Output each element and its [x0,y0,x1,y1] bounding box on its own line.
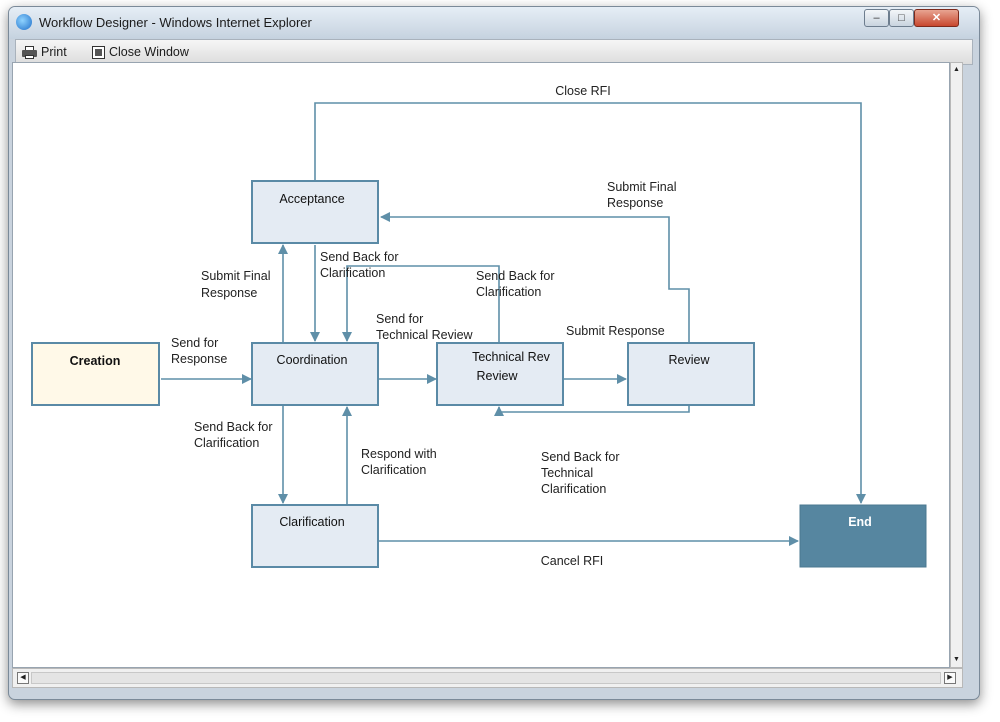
scroll-left-icon[interactable]: ◀ [17,672,29,684]
node-technical-review[interactable]: Technical Rev Review [436,342,564,406]
scroll-up-icon[interactable]: ▲ [953,66,960,73]
label-send-for-tech-review-2: Technical Review [376,328,474,342]
edges [161,102,866,546]
close-window-icon [92,45,105,59]
title-bar: Workflow Designer - Windows Internet Exp… [9,7,979,39]
node-coordination[interactable]: Coordination [251,342,379,406]
close-window-button[interactable]: Close Window [92,43,189,61]
label-send-back-coord-1: Send Back for [194,420,273,434]
label-submit-final-coord-1: Submit Final [201,269,270,283]
scroll-down-icon[interactable]: ▼ [953,656,960,663]
label-send-back-technical-3: Clarification [541,482,606,496]
label-send-for-tech-review-1: Send for [376,312,423,326]
label-submit-final-2: Response [607,196,663,210]
node-coordination-label: Coordination [277,353,348,367]
label-submit-final-coord-2: Response [201,286,257,300]
node-creation[interactable]: Creation [31,342,160,406]
label-close-rfi: Close RFI [555,84,611,98]
edge-labels: Close RFI Submit Final Response Submit F… [171,84,676,568]
node-acceptance-label: Acceptance [279,192,344,206]
node-review[interactable]: Review [627,342,755,406]
node-technical-review-line1: Technical Rev [472,350,551,364]
vertical-scrollbar[interactable]: ▲ ▼ [950,62,963,668]
ie-icon [16,14,32,30]
label-send-back-coord-2: Clarification [194,436,259,450]
node-end-label: End [848,515,872,529]
workflow-diagram: Acceptance Creation Coordination Technic… [31,84,927,568]
close-window-label: Close Window [109,45,189,59]
label-send-back-tech-1: Send Back for [476,269,555,283]
edge-send-back-technical [494,405,690,416]
close-button[interactable]: ✕ [914,9,959,27]
node-review-label: Review [669,353,711,367]
node-technical-review-line2: Review [477,369,519,383]
label-send-for-response-1: Send for [171,336,218,350]
label-respond-clar-2: Clarification [361,463,426,477]
label-send-back-accept-1: Send Back for [320,250,399,264]
label-send-back-technical-2: Technical [541,466,593,480]
node-clarification[interactable]: Clarification [251,504,379,568]
edge-send-back-tech [342,265,500,343]
window-title: Workflow Designer - Windows Internet Exp… [39,15,312,30]
horizontal-scroll-thumb[interactable] [31,672,941,684]
label-send-for-response-2: Response [171,352,227,366]
printer-icon [22,45,37,59]
label-respond-clar-1: Respond with [361,447,437,461]
maximize-button[interactable]: □ [889,9,914,27]
node-clarification-label: Clarification [279,515,344,529]
label-send-back-technical-1: Send Back for [541,450,620,464]
minimize-button[interactable]: – [864,9,889,27]
node-end[interactable]: End [799,504,927,568]
label-send-back-tech-2: Clarification [476,285,541,299]
print-button[interactable]: Print [22,43,67,61]
diagram-canvas: Acceptance Creation Coordination Technic… [12,62,950,668]
label-submit-final-1: Submit Final [607,180,676,194]
scroll-right-icon[interactable]: ▶ [944,672,956,684]
label-cancel-rfi: Cancel RFI [541,554,604,568]
horizontal-scrollbar[interactable]: ◀ ▶ [12,668,963,688]
label-send-back-accept-2: Clarification [320,266,385,280]
node-creation-label: Creation [70,354,121,368]
edge-submit-final-response-review [380,212,690,343]
nodes: Acceptance Creation Coordination Technic… [31,180,927,568]
label-submit-response: Submit Response [566,324,665,338]
edge-close-rfi [314,102,866,504]
node-acceptance[interactable]: Acceptance [251,180,379,244]
print-label: Print [41,45,67,59]
